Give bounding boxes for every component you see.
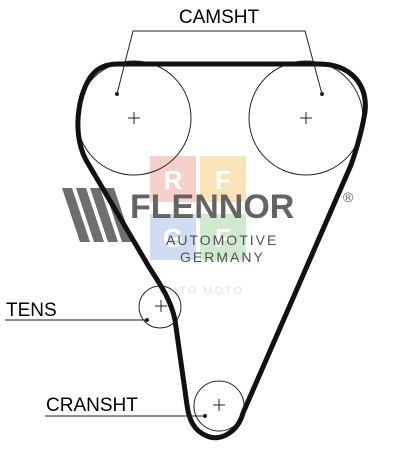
crankshaft-label: CRANSHT xyxy=(46,395,138,416)
crankshaft-leader-dot xyxy=(203,414,207,418)
watermark-line2: GERMANY xyxy=(180,249,265,265)
camshaft-leader-dot-left xyxy=(115,92,119,96)
flennor-logo-icon xyxy=(62,188,132,242)
leader-lines xyxy=(5,30,324,418)
camshaft-leader xyxy=(116,30,323,95)
watermark-brand: FLENNOR xyxy=(130,188,294,226)
watermark-line1: AUTOMOTIVE xyxy=(166,232,278,248)
camshaft-leader-dot-right xyxy=(320,92,324,96)
watermark-tile-blue xyxy=(150,214,196,260)
watermark-tag: AUTO MOTO xyxy=(160,285,244,297)
watermark-tile-letter: F xyxy=(215,165,231,195)
watermark-tile-red xyxy=(150,156,196,202)
watermark-tile-letter: G xyxy=(163,223,183,253)
watermark-tile-letter: R xyxy=(164,165,183,195)
watermark: R F F G FLENNOR ® AUTOMOTIVE GERMANY AUT… xyxy=(62,156,354,297)
crankshaft-center xyxy=(213,399,225,411)
watermark-tile-yellow xyxy=(200,156,246,202)
camshaft-label: CAMSHT xyxy=(179,7,260,28)
watermark-tile-letter: F xyxy=(215,223,231,253)
watermark-tile-green xyxy=(200,214,246,260)
tensioner-label: TENS xyxy=(6,300,57,321)
pulley-centers xyxy=(128,112,312,411)
tensioner-center xyxy=(155,300,167,312)
tensioner-leader-dot xyxy=(145,318,149,322)
watermark-registered: ® xyxy=(343,189,354,205)
camshaft-right-center xyxy=(300,112,312,124)
camshaft-left-center xyxy=(128,112,140,124)
timing-belt xyxy=(75,61,368,441)
